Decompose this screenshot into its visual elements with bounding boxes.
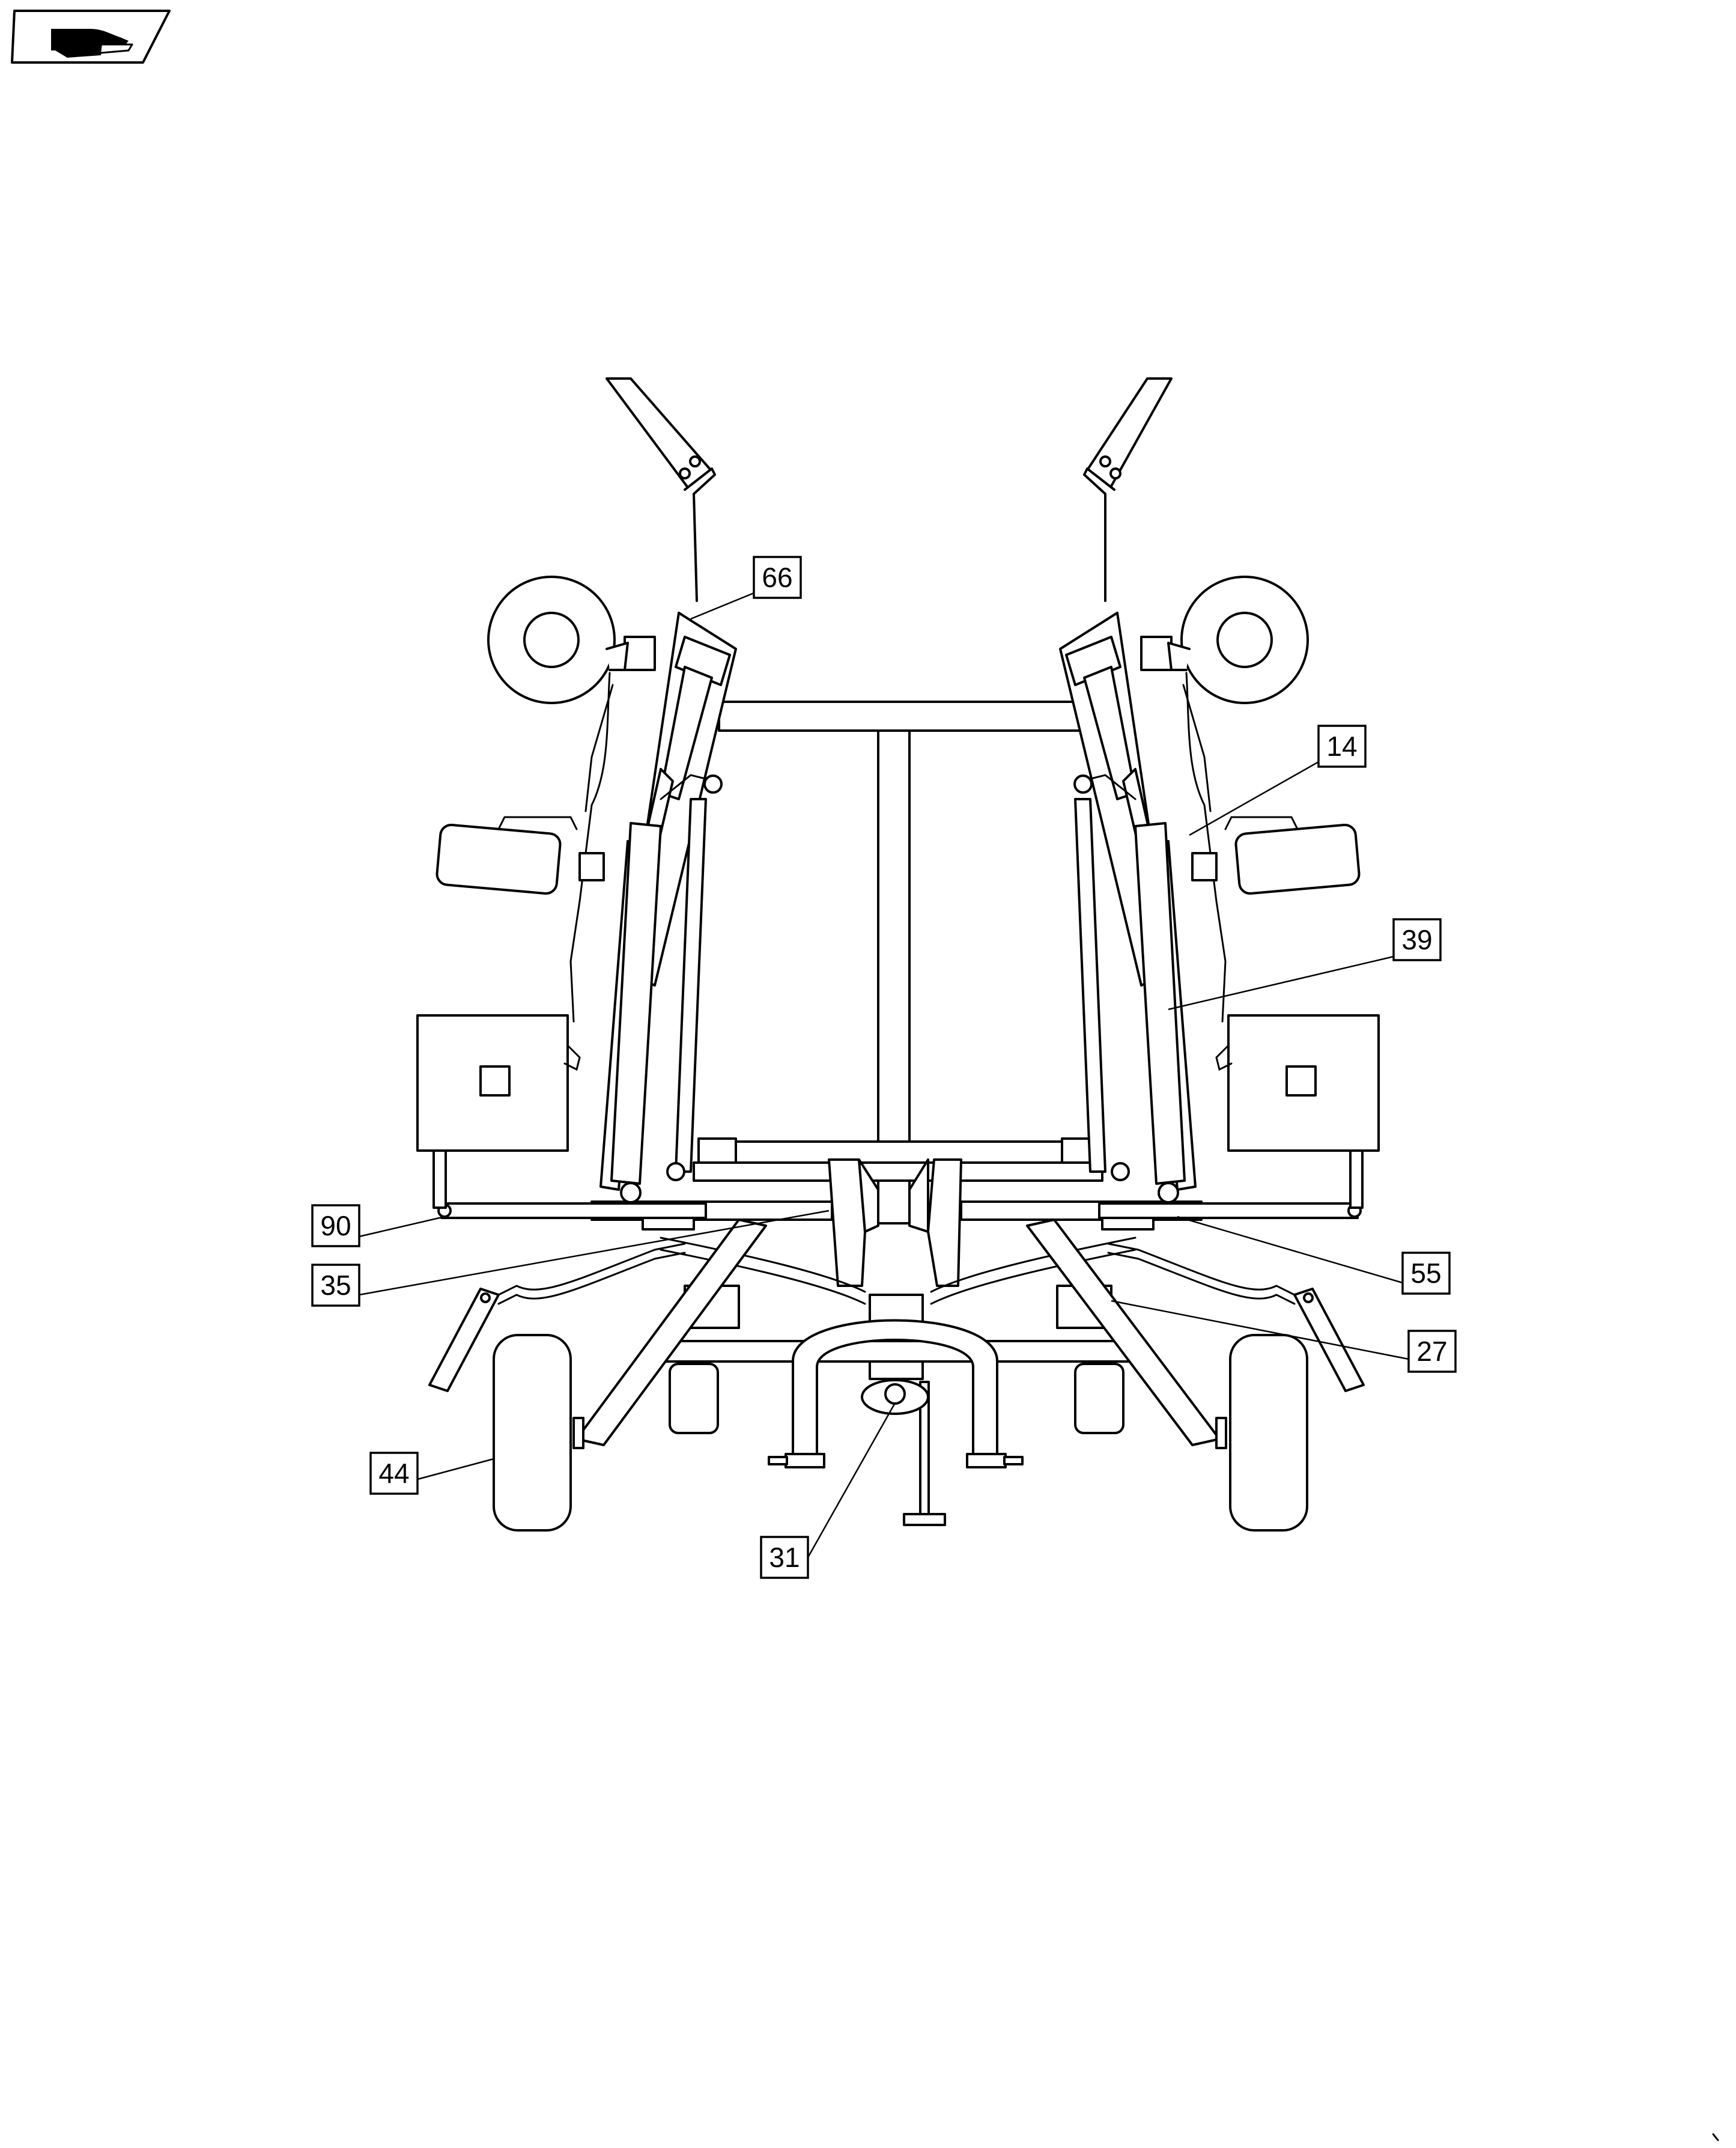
- right-wheel: [1229, 1334, 1308, 1532]
- callout-90[interactable]: 90: [311, 1204, 445, 1247]
- callout-label: 27: [1416, 1336, 1447, 1367]
- callout-55[interactable]: 55: [1177, 1215, 1451, 1295]
- left-wheel: [493, 1334, 572, 1532]
- hand-pointer-icon: [51, 29, 133, 58]
- callout-label: 35: [320, 1270, 351, 1301]
- callout-label: 39: [1401, 924, 1432, 955]
- callout-39[interactable]: 39: [1168, 918, 1442, 1011]
- callout-label: 31: [769, 1542, 800, 1573]
- callout-14[interactable]: 14: [1189, 725, 1367, 836]
- callout-35[interactable]: 35: [311, 1209, 830, 1307]
- callout-66[interactable]: 66: [690, 556, 802, 620]
- callout-label: 66: [762, 562, 792, 593]
- callout-label: 14: [1326, 731, 1357, 762]
- right-rotor-arm: [1059, 377, 1380, 1209]
- lower-tine-arms: [428, 1243, 1365, 1392]
- callout-label: 55: [1410, 1258, 1441, 1289]
- callout-label: 90: [320, 1210, 351, 1241]
- callout-31[interactable]: 31: [760, 1402, 896, 1579]
- callout-label: 44: [378, 1458, 409, 1489]
- nav-back-button[interactable]: [11, 10, 171, 64]
- center-frame: [437, 701, 1362, 1526]
- callout-44[interactable]: 44: [369, 1452, 494, 1495]
- callout-27[interactable]: 27: [1111, 1300, 1457, 1373]
- left-rotor-arm: [416, 377, 737, 1209]
- corner-mark: [1712, 2133, 1719, 2141]
